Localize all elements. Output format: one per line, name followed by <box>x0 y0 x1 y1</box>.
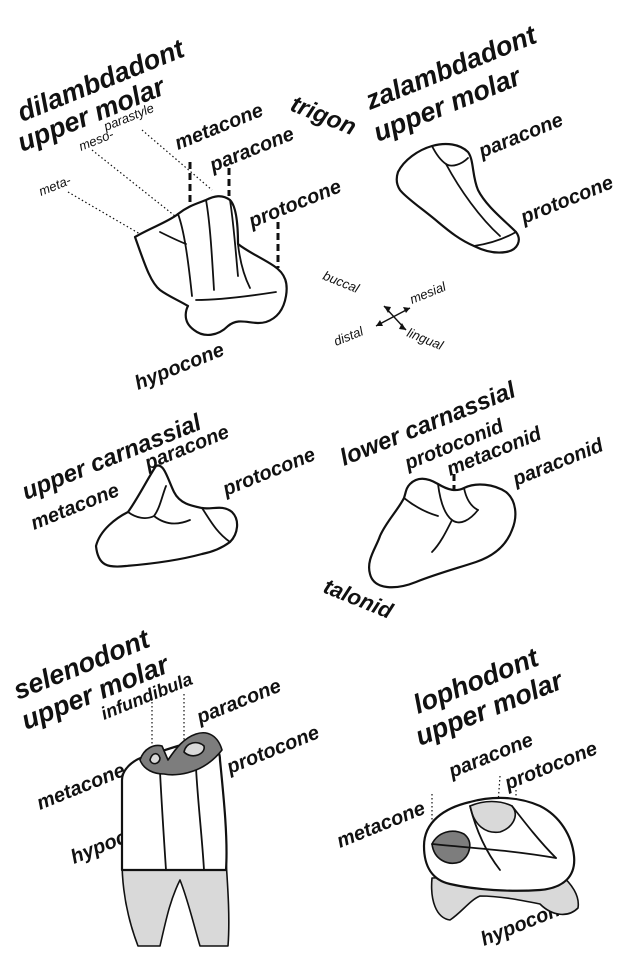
compass-lingual-label: lingual <box>405 325 446 353</box>
lower-carnassial-tooth <box>369 479 515 588</box>
zalambdadont-paracone-label: paracone <box>475 109 567 163</box>
dilambdadont-meta-label: meta- <box>37 172 74 199</box>
selenodont-paracone-label: paracone <box>193 675 285 729</box>
meso-leader <box>92 150 175 216</box>
dilambdadont-hypocone-label: hypocone <box>132 339 228 395</box>
lophodont-metacone-label: metacone <box>334 797 429 852</box>
zalambdadont-group: zalambdadont upper molar paracone protoc… <box>360 19 616 252</box>
compass-mesial-label: mesial <box>408 278 449 306</box>
lophodont-group: lophodont upper molar paracone protocone… <box>334 642 601 951</box>
dilambdadont-protocone-label: protocone <box>245 176 345 233</box>
selenodont-group: selenodont upper molar infundibula parac… <box>9 623 323 946</box>
dilambdadont-trigon-label: trigon <box>287 91 360 142</box>
upper-carnassial-group: upper carnassial paracone metacone proto… <box>18 409 318 567</box>
selenodont-metacone-label: metacone <box>34 759 129 814</box>
compass-buccal-label: buccal <box>321 268 362 296</box>
meta-leader <box>68 192 140 234</box>
upper-carnassial-tooth <box>96 465 237 566</box>
selenodont-roots <box>122 860 229 946</box>
compass-distal-label: distal <box>332 323 367 349</box>
orientation-compass: buccal mesial distal lingual <box>321 268 449 353</box>
compass-arrowhead-mesial <box>403 307 410 313</box>
selenodont-infundibulum-1 <box>150 754 160 764</box>
selenodont-protocone-label: protocone <box>223 722 323 779</box>
lower-carnassial-group: lower carnassial protoconid metaconid pa… <box>320 376 607 624</box>
upper-carnassial-protocone-label: protocone <box>219 444 319 501</box>
zalambdadont-protocone-label: protocone <box>517 172 617 229</box>
dilambdadont-group: dilambdadont upper molar trigon metacone… <box>13 33 360 395</box>
